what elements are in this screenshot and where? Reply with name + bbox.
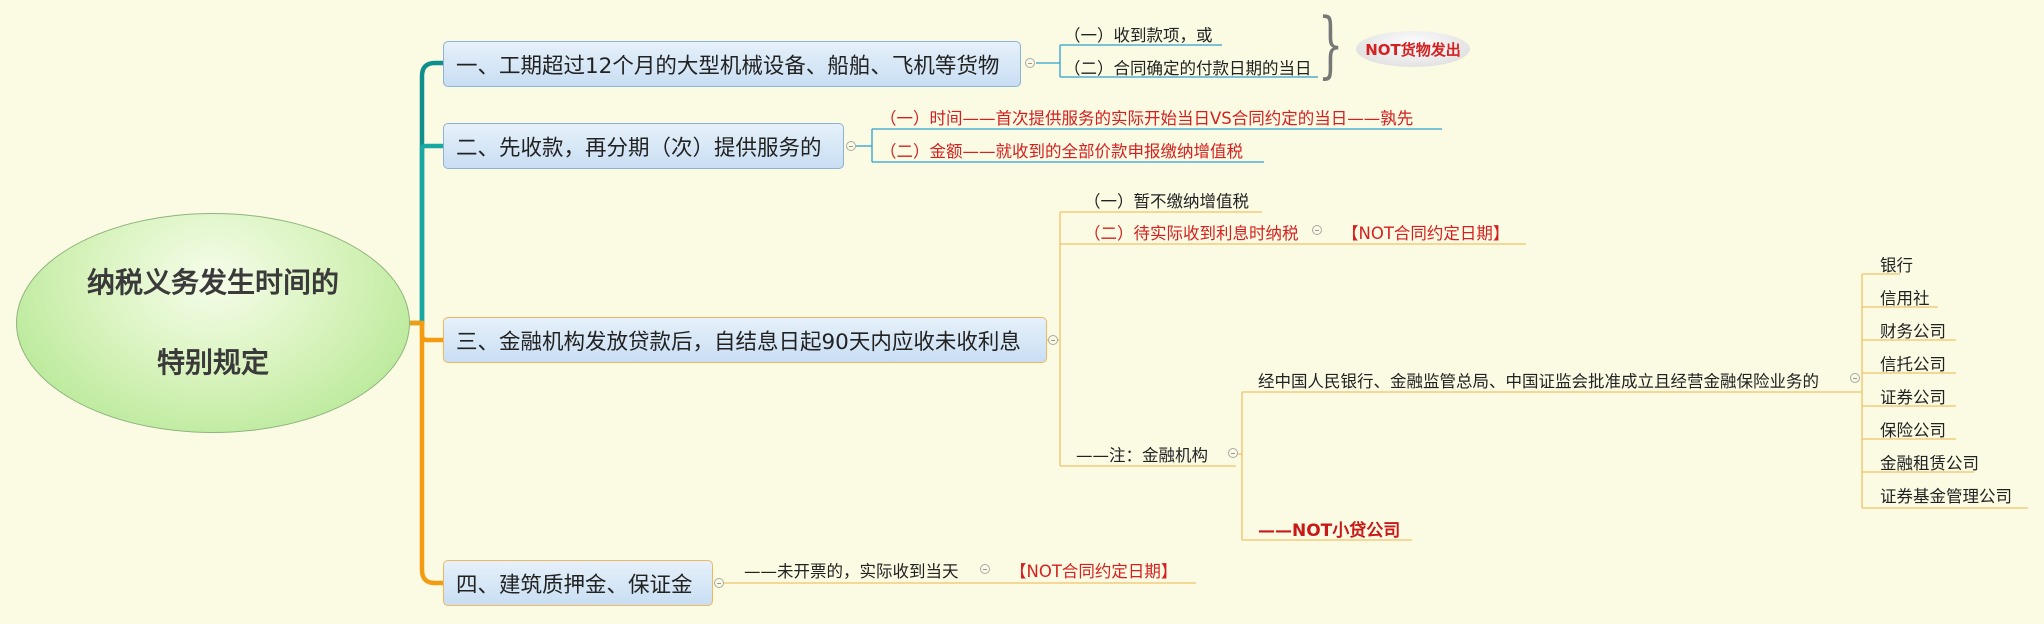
institution-item: 保险公司 bbox=[1880, 421, 1946, 440]
institution-item: 银行 bbox=[1880, 256, 1913, 275]
t1-item-2: （二）合同确定的付款日期的当日 bbox=[1064, 59, 1312, 78]
institution-item: 信托公司 bbox=[1880, 355, 1946, 374]
collapse-toggle-icon[interactable] bbox=[1312, 225, 1322, 235]
collapse-toggle-icon[interactable] bbox=[714, 578, 724, 588]
root-title-line2: 特别规定 bbox=[156, 346, 269, 379]
institution-item: 证券基金管理公司 bbox=[1880, 487, 2012, 506]
t2-item-1: （一）时间——首次提供服务的实际开始当日VS合同约定的当日——孰先 bbox=[880, 109, 1414, 128]
topic-3[interactable]: 三、金融机构发放贷款后，自结息日起90天内应收未收利息 bbox=[443, 317, 1047, 363]
institution-item: 证券公司 bbox=[1880, 388, 1946, 407]
t3-item-2: （二）待实际收到利息时纳税 bbox=[1084, 224, 1299, 243]
root-topic[interactable]: 纳税义务发生时间的 特别规定 bbox=[16, 213, 410, 433]
root-title-line1: 纳税义务发生时间的 bbox=[86, 266, 339, 299]
t4-note: 【NOT合同约定日期】 bbox=[1010, 562, 1178, 581]
collapse-toggle-icon[interactable] bbox=[1850, 373, 1860, 383]
t1-item-1: （一）收到款项，或 bbox=[1064, 26, 1213, 45]
institution-item: 金融租赁公司 bbox=[1880, 454, 1979, 473]
t2-item-2: （二）金额——就收到的全部价款申报缴纳增值税 bbox=[880, 142, 1243, 161]
t3-item-1: （一）暂不缴纳增值税 bbox=[1084, 192, 1249, 211]
collapse-toggle-icon[interactable] bbox=[1228, 448, 1238, 458]
not-goods-shipped-badge: NOT货物发出 bbox=[1356, 31, 1470, 67]
brace-icon: } bbox=[1318, 2, 1344, 86]
collapse-toggle-icon[interactable] bbox=[1048, 335, 1058, 345]
collapse-toggle-icon[interactable] bbox=[846, 141, 856, 151]
collapse-toggle-icon[interactable] bbox=[980, 564, 990, 574]
collapse-toggle-icon[interactable] bbox=[1025, 58, 1035, 68]
financial-institution-label: ——注：金融机构 bbox=[1076, 446, 1208, 465]
topic-4[interactable]: 四、建筑质押金、保证金 bbox=[443, 560, 713, 606]
institution-item: 财务公司 bbox=[1880, 322, 1946, 341]
topic-1[interactable]: 一、工期超过12个月的大型机械设备、船舶、飞机等货物 bbox=[443, 41, 1021, 87]
topic-2[interactable]: 二、先收款，再分期（次）提供服务的 bbox=[443, 123, 844, 169]
t3-note: 【NOT合同约定日期】 bbox=[1342, 224, 1510, 243]
financial-institution-desc: 经中国人民银行、金融监管总局、中国证监会批准成立且经营金融保险业务的 bbox=[1258, 372, 1819, 391]
t4-item: ——未开票的，实际收到当天 bbox=[744, 562, 959, 581]
not-small-loan: ——NOT小贷公司 bbox=[1258, 521, 1401, 541]
institution-item: 信用社 bbox=[1880, 289, 1930, 308]
